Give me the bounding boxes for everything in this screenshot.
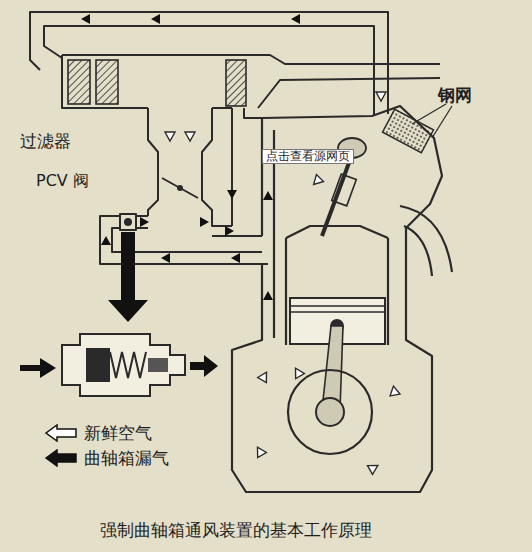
- legend-row: 曲轴箱漏气: [44, 449, 169, 468]
- blowby-arrow: [225, 226, 234, 236]
- blowby-arrow: [263, 191, 273, 200]
- engine-outline: [404, 226, 432, 276]
- fresh-air-arrow: [165, 92, 400, 474]
- pcv-valve-detail: [110, 352, 146, 378]
- filter-element: [226, 60, 246, 106]
- blowby-arrow: [151, 14, 160, 24]
- part-label: PCV 阀: [36, 172, 89, 190]
- watermark-box: 点击查看源网页: [262, 149, 354, 164]
- pipe-lines: [231, 108, 233, 226]
- legend-arrow: [44, 424, 78, 442]
- blowby-arrow: [227, 190, 237, 199]
- pipe-lines: [44, 26, 374, 116]
- piston: [290, 305, 385, 307]
- blowby-arrow: [231, 253, 240, 263]
- piston: [290, 311, 385, 313]
- fresh-air-arrow: [258, 370, 271, 383]
- pcv-valve-detail: [62, 334, 185, 396]
- engine-outline: [285, 238, 287, 345]
- fresh-air-arrow: [368, 461, 381, 474]
- part-label: 过滤器: [20, 132, 71, 151]
- fresh-air-arrow: [376, 92, 386, 101]
- blowby-arrow: [140, 217, 149, 227]
- legend-row: 新鲜空气: [44, 424, 169, 443]
- legend-arrow: [44, 449, 78, 467]
- pcv-valve-detail: [148, 358, 168, 372]
- piston: [288, 370, 372, 454]
- pipe-lines: [212, 107, 232, 109]
- blowby-arrow: [101, 236, 111, 245]
- blowby-arrow: [161, 253, 170, 263]
- pipe-lines: [30, 12, 440, 264]
- piston: [316, 398, 344, 426]
- blowby-arrow: [81, 14, 90, 24]
- figure-caption: 强制曲轴箱通风装置的基本工作原理: [100, 521, 372, 540]
- pipe-lines: [148, 108, 158, 216]
- legend-text: 曲轴箱漏气: [84, 449, 169, 468]
- legend-arrow-shape: [46, 450, 76, 466]
- pipe-lines: [244, 108, 262, 118]
- legend-arrow-shape: [46, 425, 76, 441]
- engine-outline: [400, 206, 452, 272]
- fresh-air-arrow: [185, 132, 195, 141]
- engine-outline: [286, 226, 388, 238]
- throttle-pivot: [177, 185, 183, 191]
- fresh-air-arrow: [291, 366, 304, 379]
- valve-train: [412, 104, 446, 124]
- part-label: 钢网: [438, 86, 472, 105]
- filter-element: [96, 60, 118, 104]
- engine-outline: [232, 106, 452, 492]
- fresh-air-arrow: [253, 445, 266, 458]
- pipe-lines: [62, 55, 148, 108]
- fresh-air-arrow: [389, 385, 400, 396]
- pcv-valve-detail: [86, 348, 110, 382]
- pcv-valve-detail: [190, 355, 218, 377]
- pipe-lines: [202, 108, 232, 226]
- pcv-valve-detail: [20, 358, 56, 378]
- watermark-text: 点击查看源网页: [266, 150, 350, 163]
- zoom-arrow: [108, 232, 148, 322]
- fresh-air-arrow: [310, 174, 323, 187]
- valve-train: [322, 104, 452, 236]
- legend: 新鲜空气曲轴箱漏气: [44, 424, 169, 473]
- blowby-arrow: [291, 14, 300, 24]
- piston: [288, 298, 385, 454]
- valve-train: [322, 160, 350, 236]
- valve-train: [432, 106, 452, 138]
- pcv-valve-detail: [20, 334, 218, 396]
- blowby-arrow: [263, 291, 273, 300]
- valve-train: [332, 174, 357, 206]
- pcv-valve-ball: [124, 218, 132, 226]
- blowby-arrow: [200, 217, 209, 227]
- filter-element: [68, 60, 246, 106]
- engine-outline: [232, 106, 442, 492]
- pipe-lines: [120, 214, 136, 230]
- fresh-air-arrow: [165, 132, 175, 141]
- engine-outline: [387, 238, 389, 345]
- pipe-lines: [162, 178, 198, 198]
- legend-text: 新鲜空气: [84, 424, 152, 443]
- filter-element: [68, 60, 90, 104]
- pipe-lines: [212, 235, 262, 237]
- pipe-lines: [258, 78, 440, 108]
